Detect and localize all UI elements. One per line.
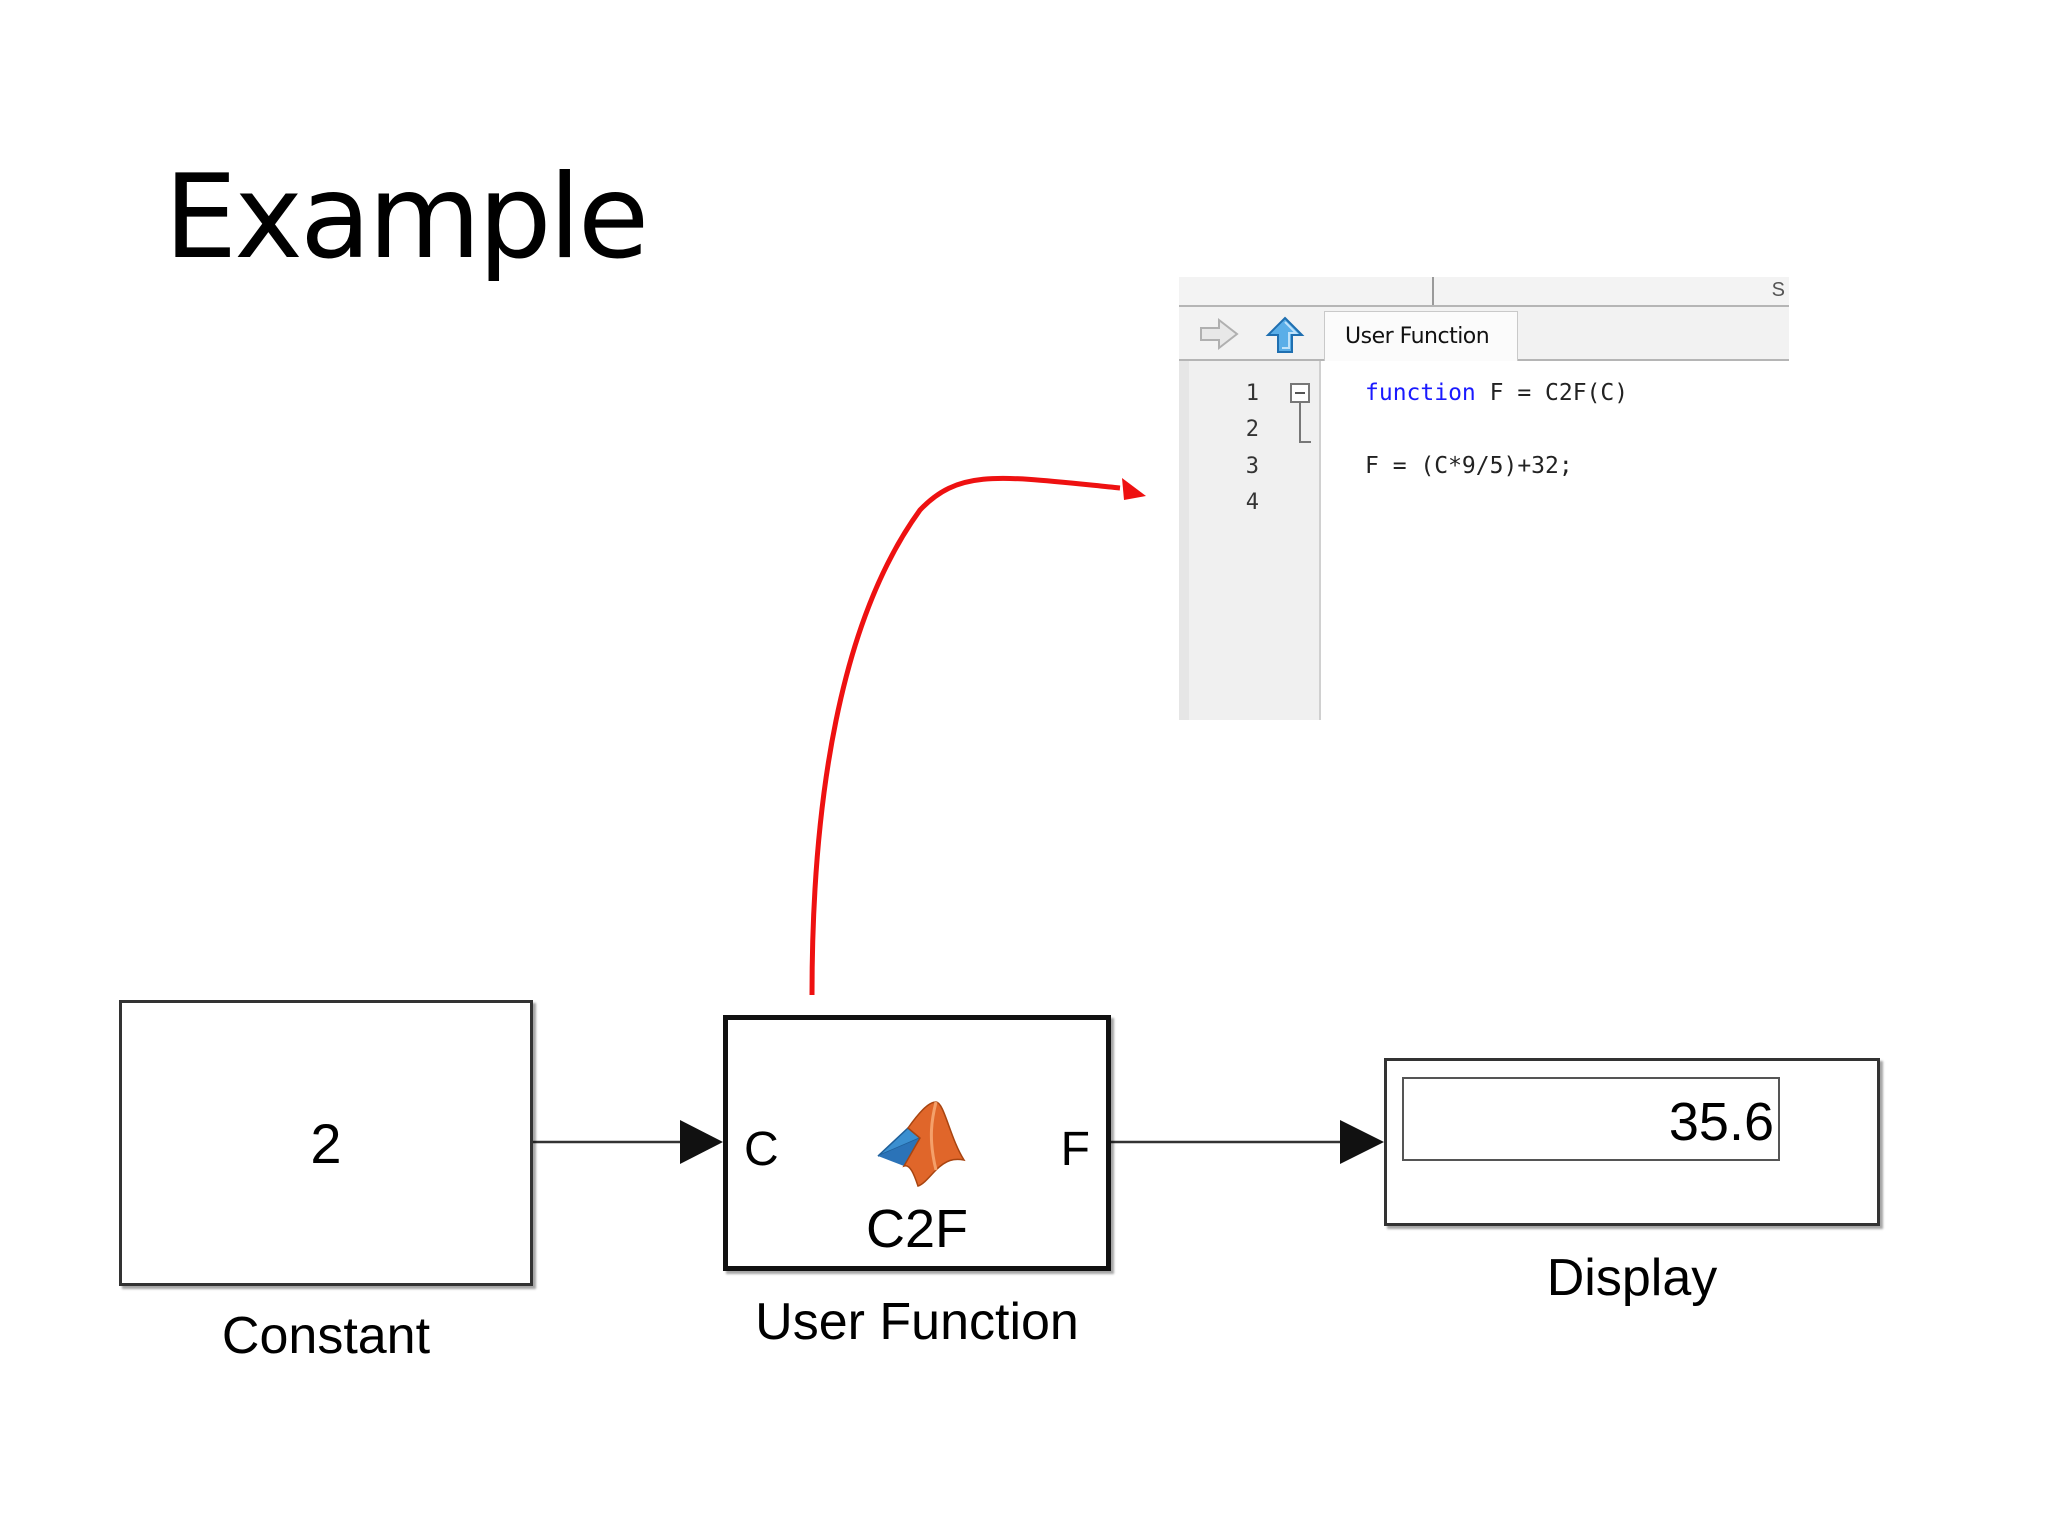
- line-number-4: 4: [1245, 490, 1259, 515]
- tab-user-function[interactable]: User Function: [1324, 311, 1518, 361]
- output-port-label: F: [1060, 1123, 1090, 1176]
- matlab-membrane-icon: [874, 1098, 966, 1195]
- function-editor-window: S User Function 1 2 3 4 function F = C2F…: [1179, 277, 1789, 720]
- top-bar-truncated-label: S: [1771, 279, 1785, 301]
- code-area[interactable]: [1321, 361, 1789, 720]
- display-value: 35.6: [1668, 1092, 1774, 1152]
- forward-arrow-icon[interactable]: [1197, 317, 1241, 356]
- user-function-caption: User Function: [755, 1293, 1079, 1351]
- callout-arrow: [809, 475, 1121, 996]
- display-caption: Display: [1546, 1249, 1718, 1307]
- code-line-1: function F = C2F(C): [1365, 380, 1628, 406]
- editor-top-bar: S: [1179, 277, 1789, 307]
- slide-title: Example: [164, 150, 649, 285]
- fold-collapse-icon[interactable]: [1290, 383, 1310, 403]
- display-block[interactable]: 35.6: [1384, 1058, 1880, 1226]
- code-line-1-text: F = C2F(C): [1475, 380, 1629, 406]
- signal-arrow-head-1: [680, 1120, 723, 1164]
- constant-block[interactable]: 2: [119, 1000, 533, 1286]
- code-keyword-function: function: [1365, 380, 1476, 406]
- fold-range-end: [1299, 441, 1311, 443]
- fold-range-line: [1299, 403, 1301, 441]
- user-function-block[interactable]: C F C2F: [723, 1015, 1111, 1271]
- function-name-label: C2F: [865, 1199, 968, 1259]
- callout-arrow-head: [1122, 478, 1146, 500]
- constant-value: 2: [310, 1112, 342, 1175]
- line-number-1: 1: [1245, 381, 1259, 406]
- line-number-3: 3: [1245, 454, 1259, 479]
- top-bar-divider: [1432, 277, 1434, 305]
- code-line-3: F = (C*9/5)+32;: [1365, 453, 1573, 479]
- display-readout: 35.6: [1402, 1077, 1780, 1161]
- signal-arrow-head-2: [1340, 1120, 1384, 1164]
- gutter-edge: [1179, 361, 1189, 720]
- constant-caption: Constant: [221, 1307, 431, 1365]
- tab-user-function-label: User Function: [1345, 324, 1490, 349]
- line-number-gutter: [1179, 361, 1321, 720]
- up-arrow-icon[interactable]: [1265, 315, 1305, 360]
- line-number-2: 2: [1245, 417, 1259, 442]
- input-port-label: C: [744, 1123, 779, 1176]
